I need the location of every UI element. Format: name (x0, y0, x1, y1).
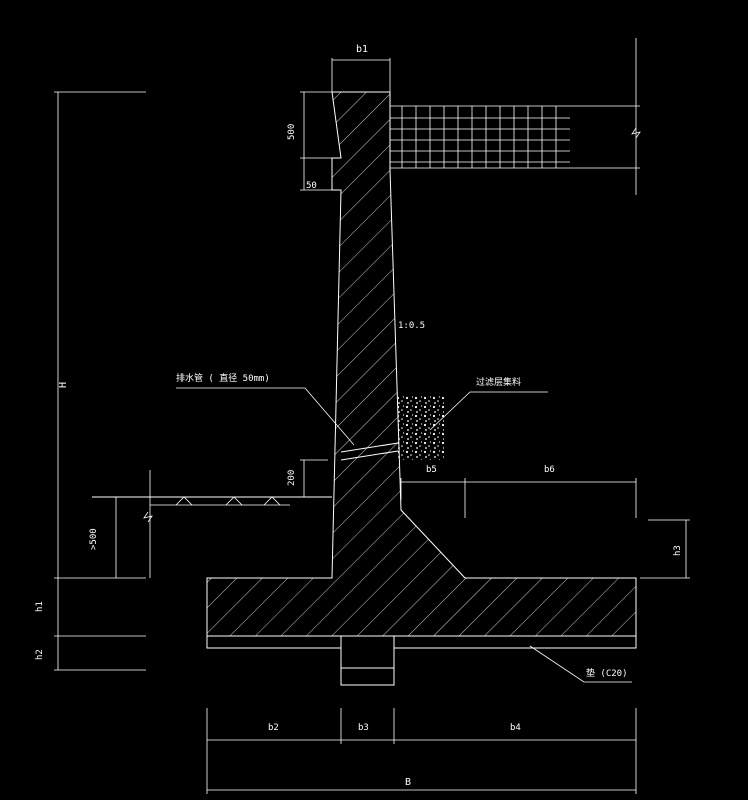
drain-pipe-leader (176, 387, 355, 446)
label-cushion: 垫 (C20) (586, 667, 628, 679)
dim-b5-b6 (400, 478, 637, 518)
label-b3: b3 (358, 723, 369, 733)
cushion-leader (529, 645, 632, 683)
label-b5: b5 (426, 465, 437, 475)
label-ge500: >500 (89, 528, 99, 550)
dim-500-50 (300, 91, 332, 191)
dim-B (206, 744, 637, 794)
label-drain-pipe: 排水管 ( 直径 50mm) (176, 372, 270, 384)
label-500-top: 500 (287, 124, 297, 140)
filter-leader (429, 391, 548, 431)
label-b2: b2 (268, 723, 279, 733)
shear-key-cushion (340, 667, 395, 686)
dim-b2-b3-b4 (206, 708, 637, 744)
dim-b1 (331, 58, 391, 92)
label-b1: b1 (356, 44, 368, 55)
label-H: H (58, 382, 69, 388)
drain-pipe (340, 442, 399, 461)
ground-line (92, 470, 332, 578)
label-slope: 1:0.5 (398, 321, 425, 331)
dim-h3 (640, 519, 690, 579)
top-slab-grid (390, 38, 641, 195)
label-filter: 过滤层集料 (476, 376, 521, 388)
label-h1: h1 (35, 601, 45, 612)
label-b6: b6 (544, 465, 555, 475)
wall-section (206, 91, 637, 637)
label-B: B (405, 777, 411, 788)
label-h2: h2 (35, 649, 45, 660)
filter-gravel (398, 395, 444, 460)
dim-H (54, 91, 146, 579)
shear-key (340, 635, 395, 669)
label-b4: b4 (510, 723, 521, 733)
cushion-layer-right (393, 635, 637, 649)
label-h3: h3 (673, 545, 683, 556)
label-200: 200 (287, 470, 297, 486)
dim-200 (300, 459, 328, 497)
label-50: 50 (306, 181, 317, 191)
cushion-layer (206, 635, 342, 649)
dim-h1-h2 (54, 578, 146, 671)
